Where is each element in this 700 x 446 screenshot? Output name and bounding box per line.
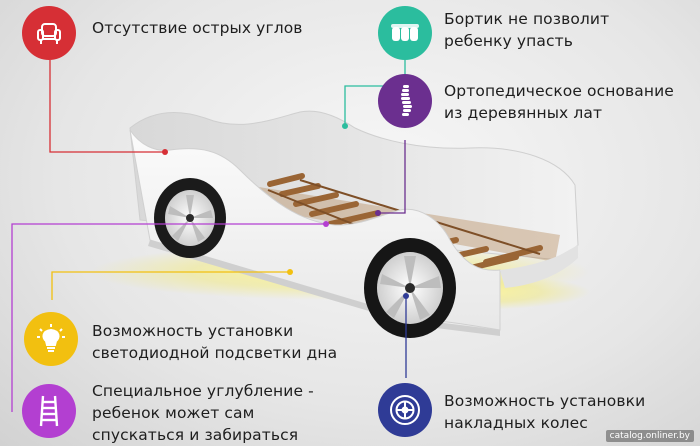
feature-led-lighting-text: Возможность установки светодиодной подсв… (92, 322, 338, 362)
spine-icon (378, 74, 432, 128)
feature-recess-text: Специальное углубление - ребенок может с… (92, 382, 314, 444)
feature-orthopedic-text: Ортопедическое основание из деревянных л… (444, 82, 674, 122)
watermark: catalog.onliner.by (605, 430, 694, 442)
mattress-icon (378, 6, 432, 60)
feature-sharp-corners-text: Отсутствие острых углов (92, 19, 303, 37)
feature-wheels-text: Возможность установки накладных колес (444, 392, 646, 432)
feature-side-rail-text: Бортик не позволит ребенку упасть (444, 10, 610, 50)
front-wheel (364, 238, 456, 338)
ladder-icon (22, 384, 76, 438)
wheel-icon (378, 383, 432, 437)
lightbulb-icon (24, 312, 78, 366)
armchair-icon (22, 6, 76, 60)
rear-wheel (154, 178, 226, 258)
